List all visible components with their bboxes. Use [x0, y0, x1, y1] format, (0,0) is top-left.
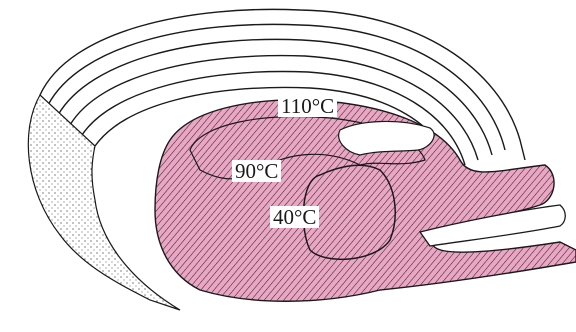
temperature-label-90: 90°C: [232, 160, 281, 182]
temperature-label-110: 110°C: [278, 95, 337, 117]
top-notch: [339, 121, 434, 155]
temperature-label-40: 40°C: [270, 206, 319, 228]
